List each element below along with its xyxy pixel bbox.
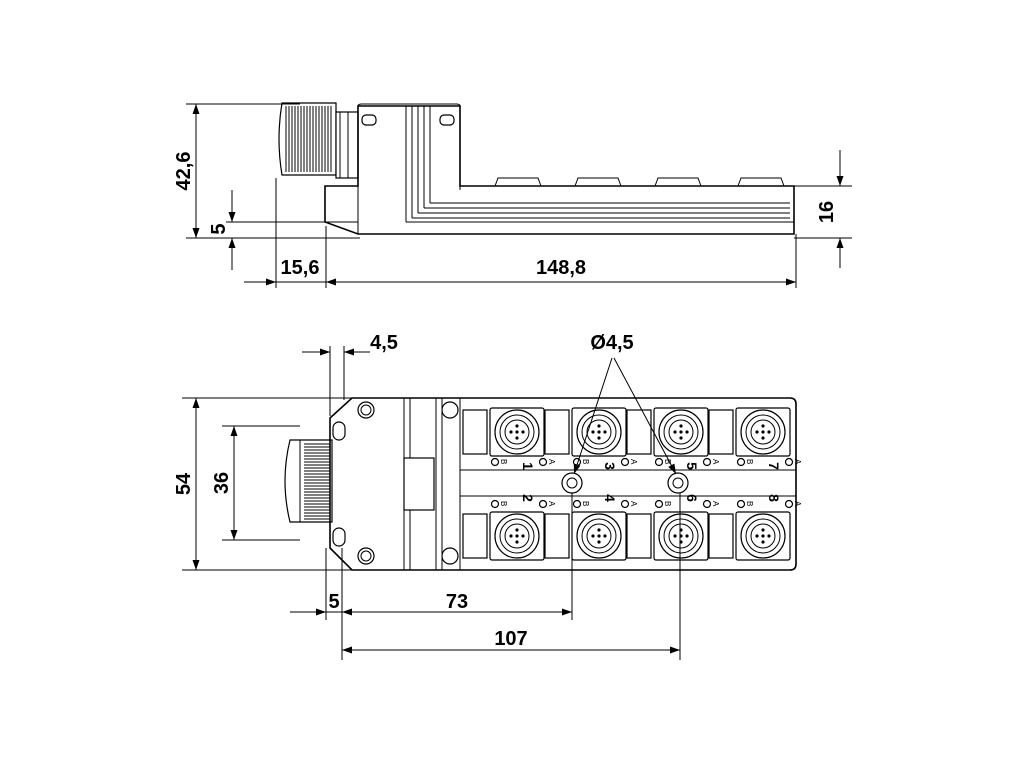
dim-body-height: 16 — [794, 150, 852, 268]
cable-gland-side — [278, 102, 359, 179]
dim-width-total: 54 — [173, 397, 352, 571]
housing-side — [324, 103, 795, 235]
dim-hole-diameter: Ø4,5 — [573, 332, 677, 475]
dim-gland-width: 36 — [211, 425, 300, 541]
hole-diameter-label: Ø4,5 — [590, 332, 633, 354]
hole2-distance-label: 107 — [494, 628, 527, 650]
gland-length-label: 15,6 — [281, 257, 320, 279]
led-a-label: A — [711, 459, 720, 465]
port-number-1: 1 — [520, 462, 536, 470]
body-height-label: 16 — [816, 201, 838, 223]
led-b-label: B — [745, 459, 754, 464]
edge-offset-label: 5 — [328, 591, 339, 613]
led-a-label: A — [629, 459, 638, 465]
port-number-4: 4 — [602, 494, 618, 502]
port-number-5: 5 — [684, 462, 700, 470]
port-3: 3 A B — [544, 407, 638, 470]
dim-hole-offset: 4,5 — [302, 332, 398, 416]
led-b-label: B — [581, 501, 590, 506]
led-b-label: B — [663, 459, 672, 464]
led-a-label: A — [629, 501, 638, 507]
port-2: 2A B — [462, 494, 556, 561]
port-8: 8A B — [708, 494, 802, 561]
port-number-8: 8 — [766, 494, 782, 502]
gland-width-label: 36 — [211, 472, 233, 494]
dim-height-total: 42,6 — [173, 103, 360, 239]
led-b-label: B — [499, 501, 508, 506]
port-number-2: 2 — [520, 494, 536, 502]
hole1-distance-label: 73 — [446, 591, 468, 613]
dim-gland-length: 15,6 148,8 — [244, 178, 797, 288]
led-a-label: A — [711, 501, 720, 507]
cable-gland-top — [284, 439, 333, 523]
base-offset-label: 5 — [208, 223, 230, 234]
led-b-label: B — [499, 459, 508, 464]
dim-base-offset: 5 — [208, 190, 330, 270]
dim-edge-offset: 5 73 107 — [290, 493, 681, 660]
led-a-label: A — [793, 459, 802, 465]
port-number-6: 6 — [684, 494, 700, 502]
led-b-label: B — [745, 501, 754, 506]
height-total-label: 42,6 — [173, 152, 195, 191]
led-a-label: A — [547, 459, 556, 465]
port-number-3: 3 — [602, 462, 618, 470]
mounting-hole-1 — [561, 472, 583, 494]
port-7: 7 A B — [708, 407, 802, 470]
port-4: 4A B — [544, 494, 638, 561]
mounting-hole-2 — [667, 472, 689, 494]
port-number-7: 7 — [766, 462, 782, 470]
led-a-label: A — [793, 501, 802, 507]
led-a-label: A — [547, 501, 556, 507]
port-6: 6A B — [626, 494, 720, 561]
hole-offset-label: 4,5 — [370, 332, 398, 354]
led-b-label: B — [581, 459, 590, 464]
led-b-label: B — [663, 501, 672, 506]
side-view: 42,6 5 16 15,6 148,8 — [173, 102, 852, 288]
port-1: 1 A B — [462, 407, 556, 470]
width-total-label: 54 — [173, 472, 195, 495]
port-5: 5 A B — [626, 407, 720, 470]
body-length-label: 148,8 — [536, 257, 586, 279]
